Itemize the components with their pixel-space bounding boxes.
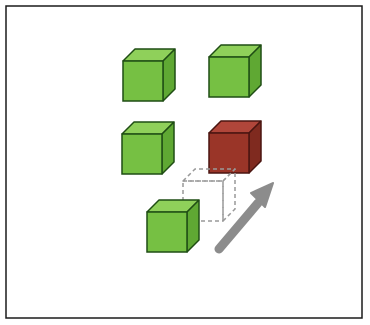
cube-green-2-front-face	[208, 56, 250, 98]
arrow-head	[250, 182, 274, 208]
arrow-up-right-icon	[214, 182, 274, 254]
cube-green-1-front-face	[122, 60, 164, 102]
diagram-frame	[5, 5, 363, 319]
cube-green-moving-front-face	[146, 211, 188, 253]
cube-green-moving	[146, 199, 200, 253]
cube-red-1	[208, 120, 262, 174]
cube-red-1-front-face	[208, 132, 250, 174]
cube-green-3-front-face	[121, 133, 163, 175]
arrow-shaft	[214, 198, 263, 254]
cube-green-1	[122, 48, 176, 102]
cube-layer	[121, 44, 274, 254]
cube-green-3	[121, 121, 175, 175]
cube-green-2	[208, 44, 262, 98]
